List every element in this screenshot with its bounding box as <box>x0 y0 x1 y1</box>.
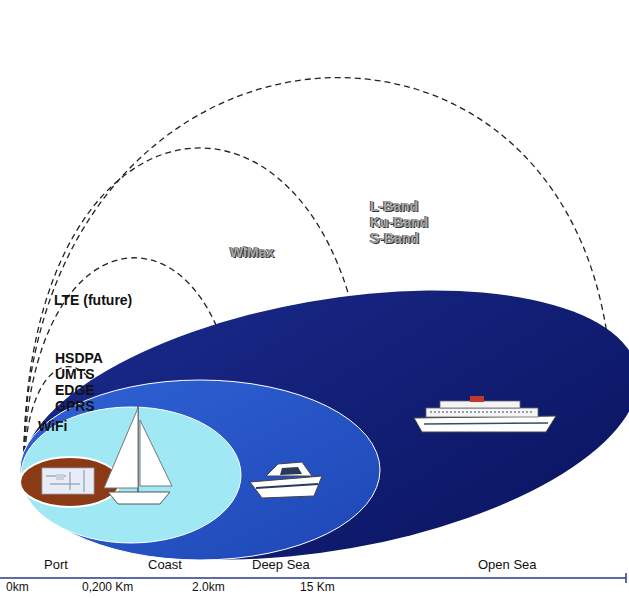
zone-label: Port <box>44 558 68 573</box>
sailboat <box>104 405 172 504</box>
zone-label: Deep Sea <box>252 558 310 573</box>
distance-label: 0km <box>6 581 29 595</box>
band-label: L-Band Ku-Band S-Band <box>370 198 444 246</box>
distance-label: 0,200 Km <box>82 581 133 595</box>
port-map <box>42 468 94 494</box>
open-sea-zone <box>1 248 629 598</box>
zone-label: Coast <box>148 558 182 573</box>
band-label: HSDPA UMTS EDGE GPRS <box>55 350 117 414</box>
port-zone <box>20 457 120 507</box>
distance-label: 15 Km <box>300 581 335 595</box>
distance-label: 2.0km <box>192 581 225 595</box>
zone-label: Open Sea <box>478 558 537 573</box>
motor-yacht <box>250 462 322 498</box>
coast-zone <box>21 407 241 543</box>
band-label: WiFi <box>38 418 67 434</box>
band-label: WiMax <box>230 244 274 260</box>
cruise-ship <box>414 396 556 432</box>
band-label: LTE (future) <box>54 292 132 308</box>
